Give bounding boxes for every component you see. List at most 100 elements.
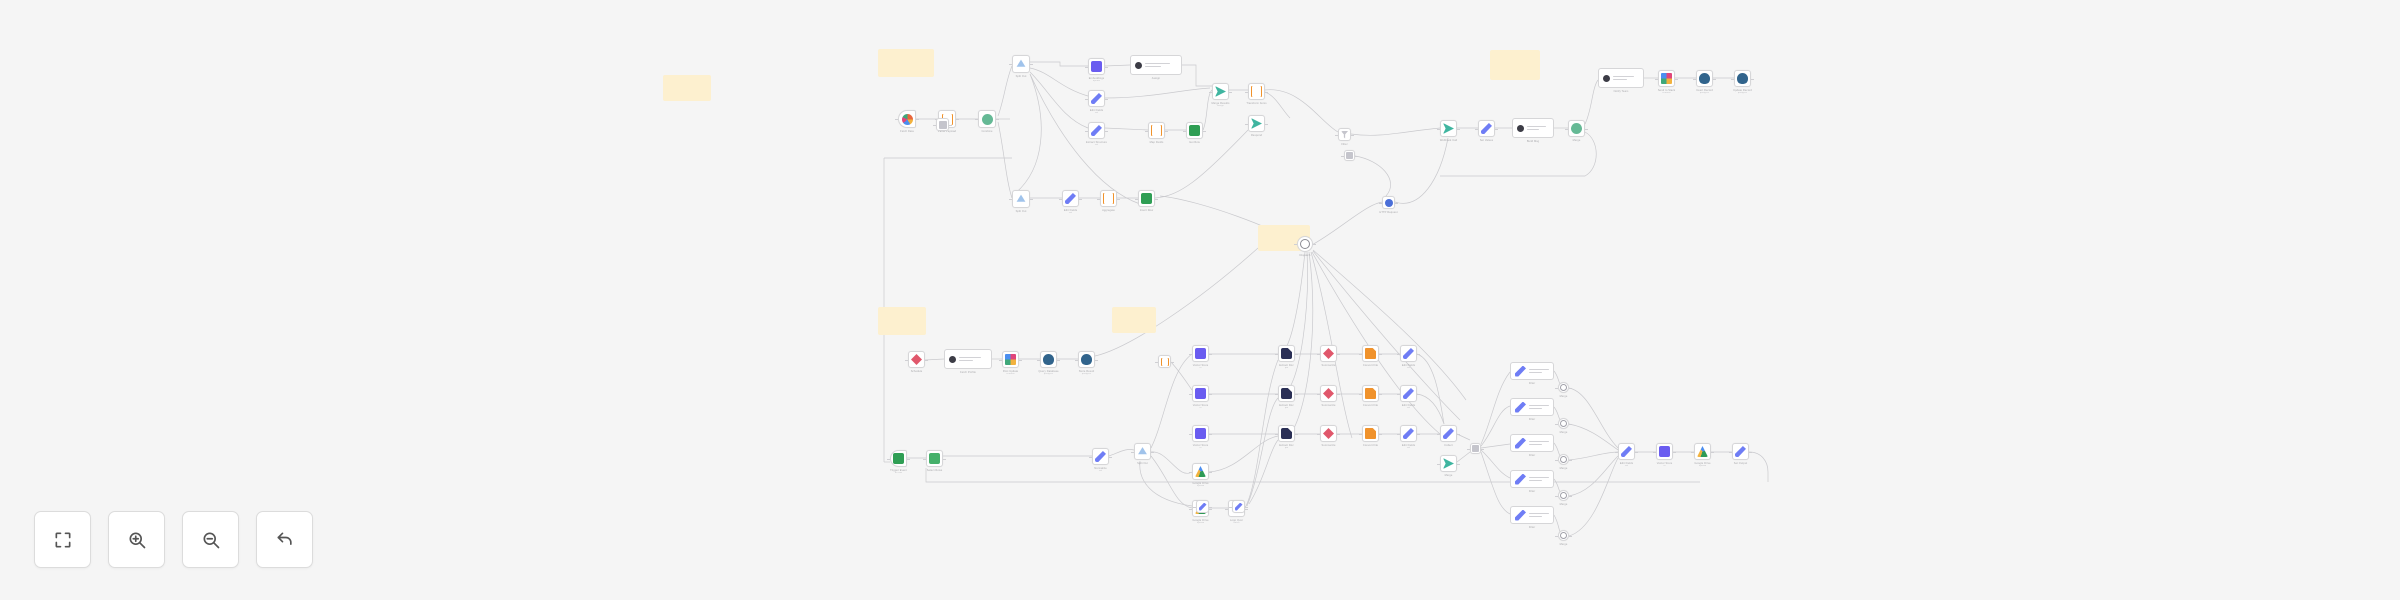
node-body[interactable] — [1732, 443, 1749, 460]
connector-handle-left[interactable] — [1615, 451, 1618, 453]
connector-handle-left[interactable] — [1075, 359, 1078, 361]
node-card-body[interactable] — [1598, 68, 1644, 88]
node-body[interactable] — [1400, 425, 1417, 442]
node-merge-a[interactable]: Combine — [975, 110, 999, 133]
connector-handle-right[interactable] — [1673, 451, 1676, 453]
node-body[interactable] — [1278, 345, 1295, 362]
node-body[interactable] — [1382, 196, 1395, 209]
connector-handle-left[interactable] — [1691, 451, 1694, 453]
zoom-to-fit-button[interactable] — [34, 511, 91, 568]
node-body[interactable] — [1192, 425, 1209, 442]
zoom-in-button[interactable] — [108, 511, 165, 568]
connector-handle-right[interactable] — [1151, 451, 1154, 453]
connector-handle-right[interactable] — [1749, 451, 1752, 453]
node-small-square[interactable] — [1467, 443, 1484, 454]
node-edit-right[interactable]: Set Values — [1475, 120, 1498, 142]
node-body[interactable] — [1248, 83, 1265, 100]
sticky-note[interactable] — [1490, 50, 1540, 80]
connector-handle-left[interactable] — [1379, 202, 1382, 204]
connector-handle-right[interactable] — [1379, 433, 1382, 435]
node-file-grid-3[interactable]: Convert File — [1359, 425, 1382, 447]
connector-handle-right[interactable] — [1030, 64, 1033, 65]
connector-handle-left[interactable] — [1555, 535, 1558, 537]
connector-handle-left[interactable] — [1131, 451, 1134, 453]
connector-handle-right[interactable] — [1457, 128, 1460, 130]
node-data-loader[interactable]: Fetch Data — [895, 110, 919, 133]
node-body[interactable] — [1192, 345, 1209, 362]
connector-handle-left[interactable] — [1059, 198, 1062, 200]
node-body[interactable] — [1362, 425, 1379, 442]
connector-handle-right[interactable] — [1675, 78, 1678, 80]
node-filter-card-1[interactable]: Filter — [1510, 362, 1554, 385]
node-body[interactable] — [1362, 385, 1379, 402]
node-body[interactable] — [1558, 454, 1569, 465]
connector-handle-left[interactable] — [1655, 78, 1658, 80]
node-card-body[interactable] — [1510, 470, 1554, 488]
connector-handle-left[interactable] — [1245, 123, 1248, 125]
connector-handle-right[interactable] — [1057, 359, 1060, 361]
node-body[interactable] — [1278, 385, 1295, 402]
connector-handle-right[interactable] — [1351, 134, 1354, 136]
node-body[interactable] — [1696, 70, 1713, 87]
connector-handle-left[interactable] — [1317, 433, 1320, 435]
node-body[interactable] — [1088, 122, 1105, 139]
node-body[interactable] — [1192, 385, 1209, 402]
connector-handle-left[interactable] — [1189, 508, 1192, 510]
connector-handle-right[interactable] — [1209, 506, 1212, 508]
node-body[interactable] — [1088, 90, 1105, 107]
connector-handle-right[interactable] — [1569, 387, 1572, 389]
node-body[interactable] — [1344, 150, 1355, 161]
node-code-top[interactable]: Map Fields — [1145, 122, 1168, 144]
connector-handle-left[interactable] — [1145, 130, 1148, 132]
connector-handle-left[interactable] — [1189, 471, 1192, 473]
node-body[interactable] — [1138, 190, 1155, 207]
connector-handle-right[interactable] — [1313, 244, 1316, 245]
connector-handle-right[interactable] — [956, 119, 959, 120]
node-body[interactable] — [1440, 425, 1457, 442]
connector-handle-right[interactable] — [1209, 471, 1212, 473]
node-body[interactable] — [1192, 463, 1209, 480]
connector-handle-left[interactable] — [1245, 91, 1248, 93]
node-globe-lower[interactable]: HTTP Request — [1379, 196, 1398, 214]
node-db-start-b[interactable]: Select Rows — [923, 450, 946, 472]
connector-handle-right[interactable] — [1203, 130, 1206, 132]
connector-handle-right[interactable] — [1337, 393, 1340, 395]
node-merge-circle-2[interactable]: Merge — [1555, 418, 1572, 434]
connector-handle-left[interactable] — [1009, 64, 1012, 65]
connector-handle-left[interactable] — [1475, 128, 1478, 130]
connector-handle-left[interactable] — [1397, 393, 1400, 395]
node-pen-end[interactable]: Set Output — [1729, 443, 1752, 465]
node-alert-left[interactable]: Schedule — [905, 351, 928, 373]
node-body[interactable] — [1232, 500, 1245, 513]
node-merge-circle-1[interactable]: Merge — [1555, 382, 1572, 398]
connector-handle-right[interactable] — [1209, 393, 1212, 395]
node-body[interactable] — [1100, 190, 1117, 207]
node-body[interactable] — [1278, 425, 1295, 442]
node-body[interactable] — [1186, 122, 1203, 139]
connector-handle-left[interactable] — [975, 119, 978, 120]
node-body[interactable] — [890, 450, 907, 467]
node-card-body[interactable] — [1510, 398, 1554, 416]
node-pen-under-2[interactable] — [1229, 500, 1248, 513]
node-profile-card[interactable]: Assign — [1130, 55, 1182, 80]
connector-handle-right[interactable] — [1569, 495, 1572, 497]
connector-handle-left[interactable] — [905, 359, 908, 361]
connector-handle-left[interactable] — [1555, 495, 1558, 497]
connector-handle-left[interactable] — [999, 359, 1002, 361]
node-filter-card-5[interactable]: Filter — [1510, 506, 1554, 529]
node-body[interactable] — [1658, 70, 1675, 87]
sticky-note[interactable] — [878, 49, 934, 77]
node-merge-right[interactable]: Merge — [1565, 120, 1588, 142]
node-body[interactable] — [1470, 443, 1481, 454]
connector-handle-left[interactable] — [1089, 456, 1092, 458]
node-body[interactable] — [1196, 500, 1209, 513]
node-body[interactable] — [1002, 351, 1019, 368]
node-split-bottom[interactable]: Split Out — [1009, 190, 1033, 213]
connector-handle-right[interactable] — [1030, 199, 1033, 200]
